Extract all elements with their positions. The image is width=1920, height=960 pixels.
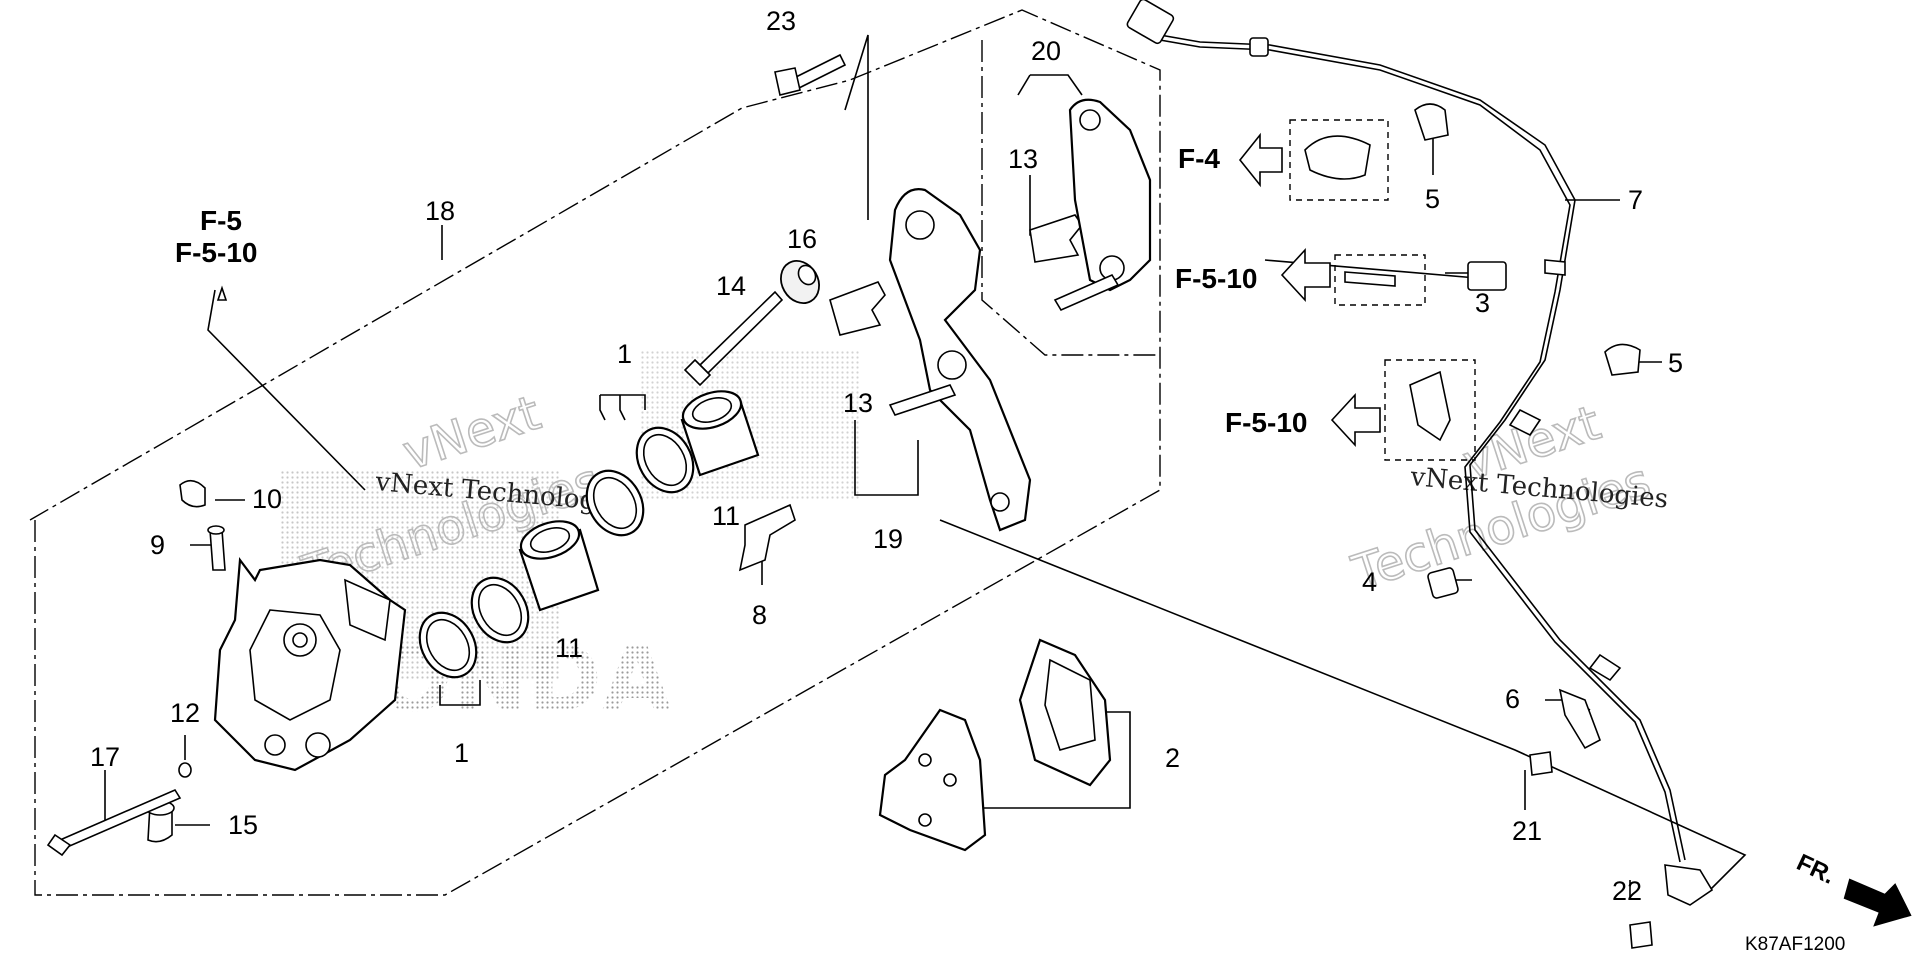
callout-11-upper: 11: [712, 501, 740, 531]
ref-label-f4: F-4: [1178, 143, 1220, 174]
callout-19: 19: [873, 524, 903, 554]
caliper-bracket: [888, 188, 1032, 532]
callout-4: 4: [1362, 567, 1377, 597]
flange-bolt-bottom: [1629, 921, 1653, 949]
callout-22: 22: [1612, 876, 1642, 906]
pad-spring-upper: [1029, 214, 1083, 263]
callout-14: 14: [716, 271, 746, 301]
diagram-code: K87AF1200: [1745, 934, 1845, 955]
callout-13-upper: 13: [1008, 144, 1038, 174]
callout-6: 6: [1505, 684, 1520, 714]
callout-11-lower: 11: [555, 633, 583, 663]
callout-1-lower: 1: [454, 738, 469, 768]
callout-8: 8: [752, 600, 767, 630]
callout-9: 9: [150, 530, 165, 560]
ref-part-f4: [1304, 135, 1371, 180]
callout-20: 20: [1031, 36, 1061, 66]
bracket-subassembly-outline: [981, 40, 1160, 356]
piston-lower: [518, 520, 600, 612]
ref-label-f510-left: F-5-10: [175, 237, 257, 268]
callout-18: 18: [425, 196, 455, 226]
slide-pin: [683, 290, 784, 387]
washer: [178, 762, 192, 778]
leader-lines: [104, 34, 1747, 900]
cable-clamp-top: [1414, 103, 1449, 141]
bleeder-screw: [207, 525, 226, 571]
f5-leader: [216, 285, 228, 301]
piston-upper: [680, 390, 760, 477]
pin-boot: [780, 260, 820, 304]
caliper-bracket-small: [1053, 98, 1152, 312]
front-direction-arrow: [1843, 878, 1912, 927]
ref-box-f510-low: [1384, 359, 1476, 461]
flange-bolt-mid: [1529, 751, 1553, 776]
ref-part-f510-low: [1409, 370, 1451, 442]
pad-retainer: [738, 503, 796, 572]
callout-17: 17: [90, 742, 120, 772]
caliper-assembly-outline: [29, 9, 1161, 896]
mounting-bolt-long: [46, 788, 182, 857]
ref-label-f5: F-5: [200, 205, 242, 236]
callout-13-lower: 13: [843, 388, 873, 418]
callout-12: 12: [170, 698, 200, 728]
bleeder-cap: [179, 479, 206, 508]
seal-set-lower: [418, 576, 530, 679]
cable-guide: [1558, 688, 1601, 750]
ref-part-f510-mid: [1344, 271, 1396, 287]
bolt-top: [774, 53, 847, 96]
callout-3: 3: [1475, 288, 1490, 318]
callout-2: 2: [1165, 743, 1180, 773]
ref-arrow-f4: [1238, 132, 1283, 188]
callout-15: 15: [228, 810, 258, 840]
callout-23: 23: [766, 6, 796, 36]
seal-set-upper: [585, 426, 695, 537]
callout-5-right: 5: [1668, 348, 1683, 378]
cable-clamp-right: [1604, 343, 1641, 376]
ref-box-f4: [1289, 119, 1389, 201]
ref-arrow-f510-low: [1330, 392, 1381, 448]
sensor-cable: [1126, 0, 1714, 906]
ref-label-f510-mid: F-5-10: [1175, 263, 1257, 294]
clamp-bracket: [1467, 261, 1507, 291]
callout-1-upper: 1: [617, 339, 632, 369]
grommet: [1427, 567, 1459, 599]
pad-spring-lower: [829, 281, 886, 336]
callout-10: 10: [252, 484, 282, 514]
brake-pad-front: [878, 708, 987, 852]
front-direction-label: FR.: [1792, 849, 1838, 890]
callouts: 23 20 18 16 14 13 13 1 1 11 11 10 9 8 19…: [90, 6, 1683, 906]
callout-16: 16: [787, 224, 817, 254]
brake-pad-back: [1018, 638, 1112, 787]
callout-7: 7: [1628, 185, 1643, 215]
caliper-body: [213, 557, 407, 772]
watermark-big-left-1: vNext: [396, 385, 547, 482]
ref-label-f510-low: F-5-10: [1225, 407, 1307, 438]
ref-box-f510-mid: [1334, 254, 1426, 306]
callout-5-upper: 5: [1425, 184, 1440, 214]
callout-21: 21: [1512, 816, 1542, 846]
ref-arrow-f510-mid: [1280, 247, 1331, 303]
